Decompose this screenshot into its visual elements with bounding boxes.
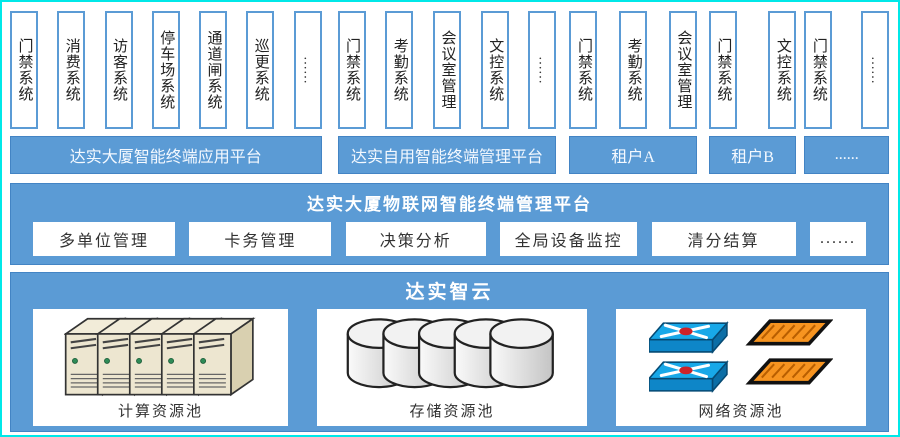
platform-bar-tenant-a: 租户A (569, 136, 697, 174)
system-box-doc-control: 文控系统 (768, 11, 797, 129)
server-pool-icon (33, 309, 288, 400)
network-resource-pool: 网络资源池 (616, 309, 866, 426)
system-box-ellipsis: …… (528, 11, 557, 129)
module-ellipsis: ...... (809, 222, 866, 256)
group-tenant-b: 门禁系统 文控系统 租户B (708, 11, 797, 174)
group-more-tenants: 门禁系统 …… ...... (804, 11, 889, 174)
platform-bar-ellipsis: ...... (804, 136, 889, 174)
system-box-row: 门禁系统 考勤系统 会议室管理 文控系统 …… (337, 11, 557, 129)
module-clearing-settlement: 清分结算 (651, 222, 796, 256)
system-box-doc-control: 文控系统 (480, 11, 509, 129)
system-box-meeting-room: 会议室管理 (432, 11, 461, 129)
system-box-meeting-room: 会议室管理 (668, 11, 697, 129)
module-global-device-monitoring: 全局设备监控 (500, 222, 638, 256)
system-box-access-control: 门禁系统 (569, 11, 598, 129)
system-box-access-control: 门禁系统 (708, 11, 737, 129)
storage-pool-icon (317, 309, 587, 400)
systems-area: 门禁系统 消费系统 访客系统 停车场系统 通道闸系统 巡更系统 …… 达实大厦智… (10, 11, 889, 174)
storage-resource-pool: 存储资源池 (317, 309, 587, 426)
compute-pool-label: 计算资源池 (117, 404, 203, 420)
system-box-patrol: 巡更系统 (246, 11, 275, 129)
system-box-access-control: 门禁系统 (804, 11, 833, 129)
system-box-row: 门禁系统 考勤系统 会议室管理 (569, 11, 697, 129)
system-box-ellipsis: …… (293, 11, 322, 129)
group-self-use-platform: 门禁系统 考勤系统 会议室管理 文控系统 …… 达实自用智能终端管理平台 (337, 11, 557, 174)
management-platform-title: 达实大厦物联网智能终端管理平台 (307, 195, 592, 214)
module-decision-analysis: 决策分析 (345, 222, 486, 256)
system-box-row: 门禁系统 文控系统 (708, 11, 797, 129)
platform-bar-self-use: 达实自用智能终端管理平台 (337, 136, 557, 174)
platform-bar-building-app: 达实大厦智能终端应用平台 (10, 136, 322, 174)
system-box-attendance: 考勤系统 (385, 11, 414, 129)
system-box-access-control: 门禁系统 (10, 11, 38, 129)
group-tenant-a: 门禁系统 考勤系统 会议室管理 租户A (569, 11, 697, 174)
compute-resource-pool: 计算资源池 (33, 309, 288, 426)
system-box-attendance: 考勤系统 (619, 11, 648, 129)
group-building-app-platform: 门禁系统 消费系统 访客系统 停车场系统 通道闸系统 巡更系统 …… 达实大厦智… (10, 11, 322, 174)
cloud-band: 达实智云 (10, 272, 889, 432)
system-box-visitor: 访客系统 (104, 11, 133, 129)
network-pool-label: 网络资源池 (698, 404, 784, 420)
network-pool-icon (616, 309, 866, 400)
module-card-management: 卡务管理 (189, 222, 332, 256)
system-box-parking: 停车场系统 (151, 11, 180, 129)
module-row: 多单位管理 卡务管理 决策分析 全局设备监控 清分结算 ...... (11, 222, 888, 256)
system-box-ellipsis: …… (861, 11, 889, 129)
system-box-row: 门禁系统 …… (804, 11, 889, 129)
system-box-turnstile: 通道闸系统 (199, 11, 227, 129)
system-box-access-control: 门禁系统 (337, 11, 366, 129)
cloud-title: 达实智云 (405, 282, 494, 303)
system-box-row: 门禁系统 消费系统 访客系统 停车场系统 通道闸系统 巡更系统 …… (10, 11, 322, 129)
storage-pool-label: 存储资源池 (409, 404, 495, 420)
system-box-consumption: 消费系统 (57, 11, 86, 129)
management-platform-band: 达实大厦物联网智能终端管理平台 多单位管理 卡务管理 决策分析 全局设备监控 清… (10, 183, 889, 265)
platform-bar-tenant-b: 租户B (708, 136, 797, 174)
resource-pools-row: 计算资源池 (11, 309, 888, 426)
module-multi-unit-management: 多单位管理 (33, 222, 175, 256)
